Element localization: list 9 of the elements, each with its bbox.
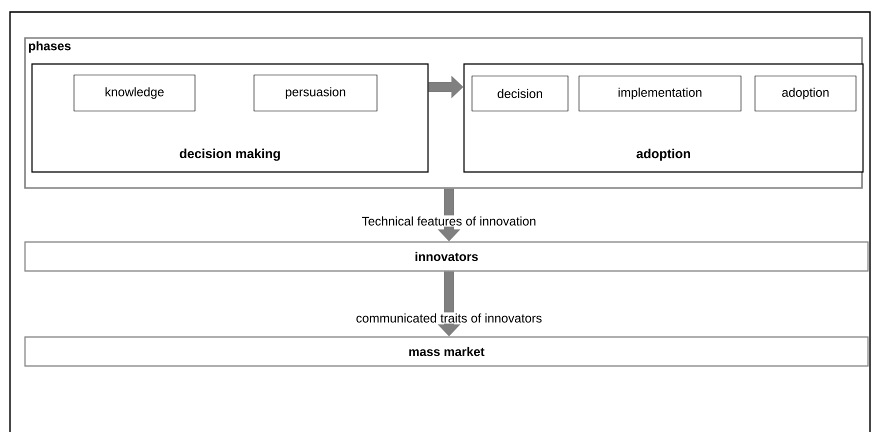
- stage-bar: mass market: [24, 336, 869, 367]
- edge-label: communicated traits of innovators: [354, 312, 544, 324]
- step-box: persuasion: [254, 74, 378, 112]
- step-box: adoption: [754, 76, 856, 112]
- step-box: knowledge: [74, 74, 196, 112]
- step-box: implementation: [578, 76, 742, 112]
- edge-label: Technical features of innovation: [360, 215, 538, 227]
- step-box: decision: [472, 76, 568, 112]
- stage-bar: innovators: [24, 241, 869, 272]
